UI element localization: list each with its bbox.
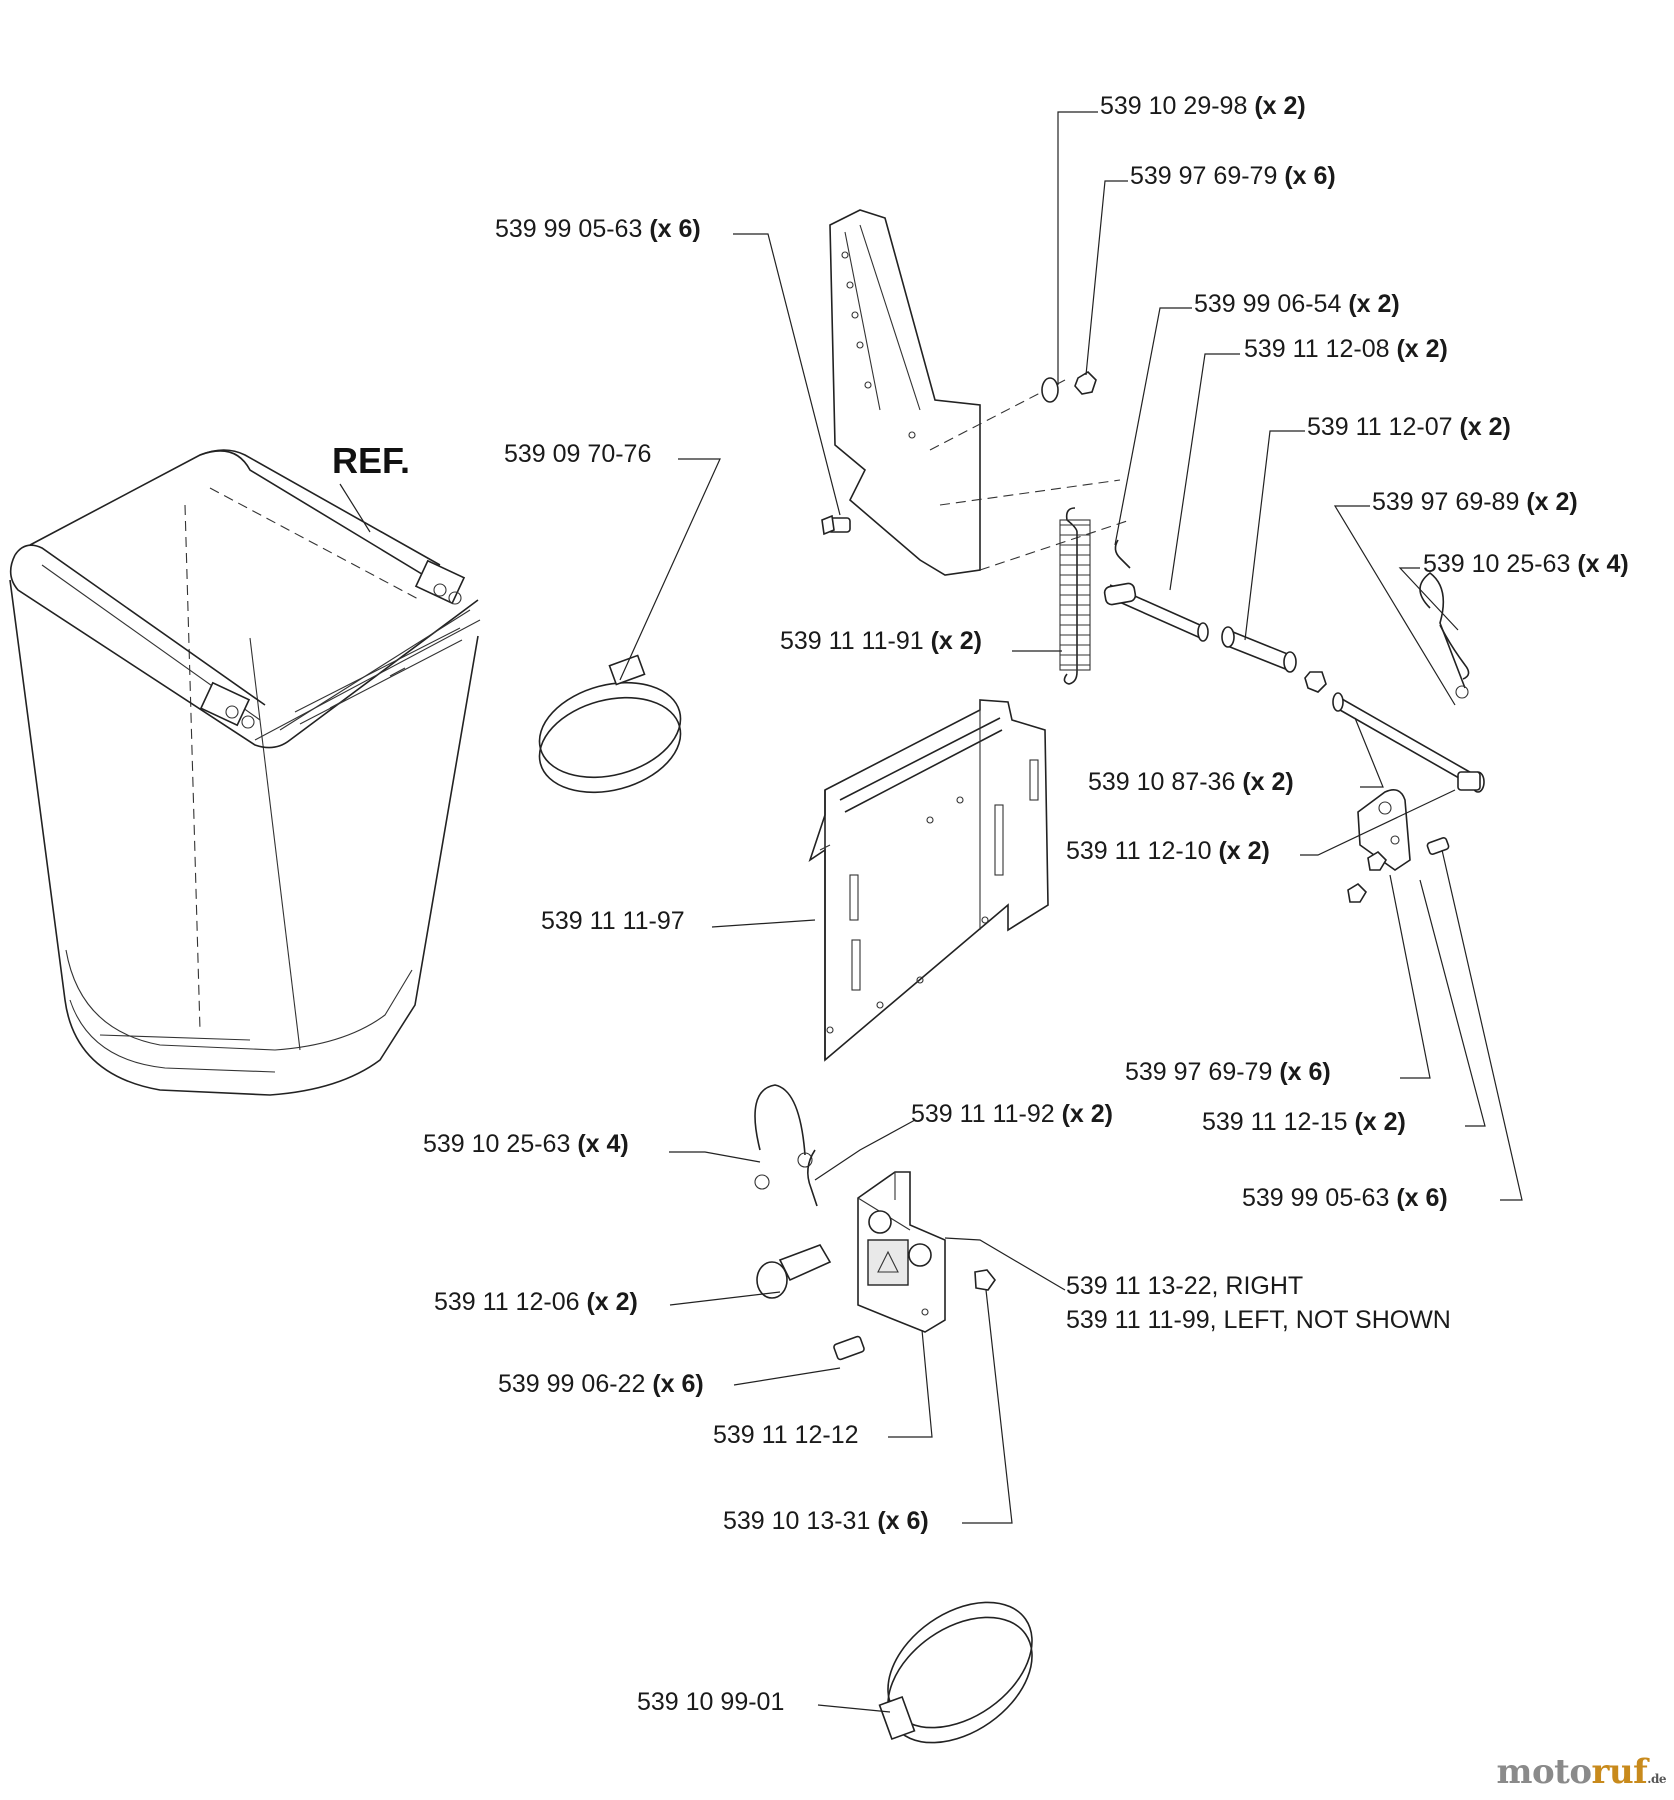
- callout-539-11-11-99-left: 539 11 11-99, LEFT, NOT SHOWN: [1066, 1306, 1451, 1334]
- callout-539-99-06-54: 539 99 06-54 (x 2): [1194, 290, 1400, 318]
- callout-539-99-05-63-lower: 539 99 05-63 (x 6): [1242, 1184, 1448, 1212]
- hardware-lower: [756, 1244, 996, 1361]
- callout-539-11-12-12: 539 11 12-12: [713, 1421, 859, 1449]
- clevis-clip-right: [1419, 571, 1470, 699]
- upper-arm-bracket: [829, 209, 1131, 576]
- latch-bracket-lower: [857, 1171, 946, 1333]
- callout-539-10-13-31: 539 10 13-31 (x 6): [723, 1507, 929, 1535]
- motoruf-watermark-logo: motoruf.de: [1496, 1752, 1666, 1792]
- collector-bag: [9, 449, 481, 1096]
- callout-539-10-25-63-lower: 539 10 25-63 (x 4): [423, 1130, 629, 1158]
- callout-539-11-12-10: 539 11 12-10 (x 2): [1066, 837, 1270, 865]
- extension-spring: [1059, 507, 1091, 685]
- callout-539-09-70-76: 539 09 70-76: [504, 440, 652, 468]
- callout-539-11-12-06: 539 11 12-06 (x 2): [434, 1288, 638, 1316]
- side-bracket-right: [1347, 789, 1450, 903]
- callout-539-11-13-22-right: 539 11 13-22, RIGHT: [1066, 1272, 1304, 1300]
- callout-539-11-12-07: 539 11 12-07 (x 2): [1307, 413, 1511, 441]
- leader-lines: [619, 111, 1523, 1713]
- callout-539-99-05-63-upper: 539 99 05-63 (x 6): [495, 215, 701, 243]
- callout-539-11-12-15: 539 11 12-15 (x 2): [1202, 1108, 1406, 1136]
- callout-539-11-11-91: 539 11 11-91 (x 2): [780, 627, 982, 655]
- callout-539-97-69-89: 539 97 69-89 (x 2): [1372, 488, 1578, 516]
- hose-clamp-lower: [878, 1601, 1033, 1744]
- callout-539-10-29-98: 539 10 29-98 (x 2): [1100, 92, 1306, 120]
- callout-539-97-69-79-upper: 539 97 69-79 (x 6): [1130, 162, 1336, 190]
- callout-539-11-11-92: 539 11 11-92 (x 2): [911, 1100, 1113, 1128]
- clevis-clip-lower: [754, 1084, 818, 1207]
- hairpin-clip-upper: [1114, 539, 1131, 569]
- callout-539-97-69-79-lower: 539 97 69-79 (x 6): [1125, 1058, 1331, 1086]
- reference-label: REF.: [332, 440, 411, 481]
- callout-539-10-87-36: 539 10 87-36 (x 2): [1088, 768, 1294, 796]
- callout-539-99-06-22: 539 99 06-22 (x 6): [498, 1370, 704, 1398]
- callout-539-11-12-08: 539 11 12-08 (x 2): [1244, 335, 1448, 363]
- mounting-plate: [808, 699, 1049, 1062]
- hose-clamp-upper: [538, 654, 682, 794]
- hardware-upper: [821, 370, 1097, 536]
- pivot-pins: [1103, 582, 1485, 793]
- callout-539-10-99-01: 539 10 99-01: [637, 1688, 785, 1716]
- callout-539-11-11-97: 539 11 11-97: [541, 907, 685, 935]
- callout-539-10-25-63-upper: 539 10 25-63 (x 4): [1423, 550, 1629, 578]
